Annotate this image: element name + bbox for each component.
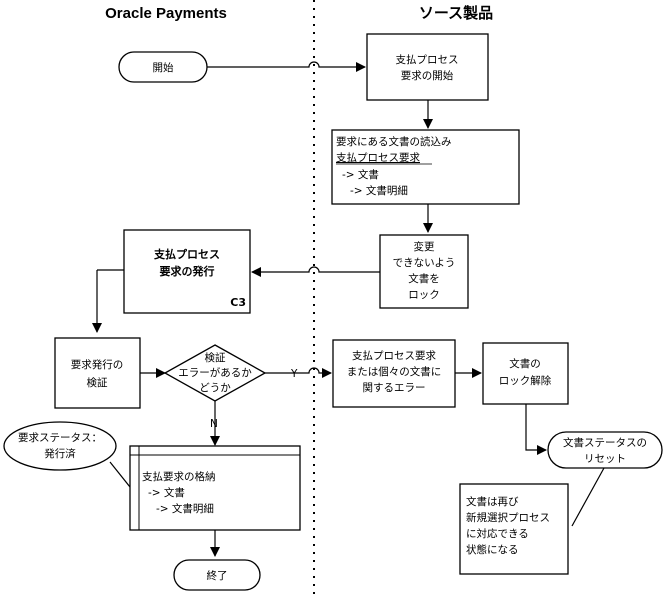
lock-documents-line-3: 文書を [408,272,440,285]
submit-request-tag: C3 [230,296,246,309]
request-status-ellipse [3,421,117,471]
unlock-documents-line-1: 文書の [509,357,541,370]
lock-documents-line-4: ロック [408,289,440,301]
reset-status-line-1: 文書ステータスの [563,436,647,449]
store-request-box [129,445,301,531]
note-line-3: に対応できる [466,527,529,540]
initiate-request-line-2: 要求の開始 [401,69,454,82]
reset-status-line-2: リセット [584,453,626,465]
error-box-line-1: 支払プロセス要求 [352,349,436,362]
errors-decision-line-2: エラーがあるか [178,366,252,379]
read-documents-line-3: -> 文書 [342,168,379,181]
initiate-request-line-1: 支払プロセス [396,53,459,66]
request-status-line-1: 要求ステータス： [18,432,102,444]
errors-decision-line-1: 検証 [205,351,226,364]
edge-start-to-initiate [207,61,366,72]
read-documents-line-2: 支払プロセス要求 [336,151,420,164]
annotation-link-request-status [109,461,131,488]
unlock-documents-line-2: ロック解除 [499,374,552,387]
validate-request-line-1: 要求発行の [71,358,124,371]
read-documents-line-4: -> 文書明細 [350,184,408,197]
note-line-2: 新規選択プロセス [466,511,550,524]
unlock-documents-box [482,342,569,405]
validate-request-line-2: 検証 [87,376,108,389]
annotation-link-note [571,467,605,527]
store-request-line-2: -> 文書 [148,486,185,499]
read-documents-box [331,129,520,205]
errors-decision-line-3: どうか [199,382,231,394]
error-box-line-3: 関するエラー [363,382,426,394]
start-terminator [118,51,208,83]
submit-request-box [123,229,251,314]
lock-documents-line-2: できないよう [393,257,456,269]
initiate-request-box [366,33,489,101]
store-request-line-1: 支払要求の格納 [142,470,216,483]
errors-decision-diamond [163,344,267,402]
edge-lock-to-submit [251,266,380,277]
read-documents-line-1: 要求にある文書の読込み [336,135,452,148]
validate-request-box [54,337,141,409]
error-box [332,339,456,408]
start-label: 開始 [153,61,174,74]
end-terminator [173,559,261,591]
store-request-line-3: -> 文書明細 [156,502,214,515]
reset-status-terminator [547,431,663,469]
lane-title-source-product: ソース製品 [419,4,493,22]
lock-documents-box [379,234,469,309]
edge-label-yes: Y [290,368,298,380]
edge-label-no: N [210,418,218,430]
submit-request-line-1: 支払プロセス [153,247,220,261]
submit-request-line-2: 要求の発行 [160,264,215,278]
note-line-1: 文書は再び [466,495,519,508]
note-box [459,483,569,575]
edge-decision-yes [265,367,332,378]
end-label: 終了 [207,569,228,582]
note-line-4: 状態になる [466,543,519,556]
lock-documents-line-1: 変更 [414,240,435,253]
request-status-line-2: 発行済 [44,447,76,460]
lane-title-oracle-payments: Oracle Payments [105,5,227,22]
edge-unlock-to-reset [525,404,547,455]
error-box-line-2: または個々の文書に [347,365,442,378]
